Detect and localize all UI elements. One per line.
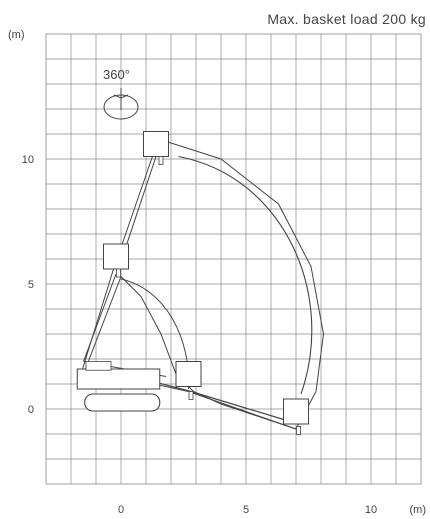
x-tick-label: 10 — [365, 504, 377, 516]
turret — [85, 361, 112, 371]
boom-lower-mid — [83, 273, 117, 362]
x-tick-label: 5 — [243, 504, 249, 516]
basket-mount-mid — [116, 268, 121, 278]
outer-reach-arc — [178, 155, 313, 395]
axis-ticks: 0 5 10 0 5 10 — [22, 154, 377, 516]
y-tick-label: 10 — [22, 154, 34, 166]
chart-title: Max. basket load 200 kg — [267, 11, 426, 27]
x-axis-unit: (m) — [410, 504, 427, 516]
y-tick-label: 5 — [28, 279, 34, 291]
y-tick-label: 0 — [28, 404, 34, 416]
carrier-body — [76, 368, 161, 390]
basket-max-height — [143, 131, 169, 157]
rotation-arrow — [113, 94, 129, 99]
rotation-indicator: 360° — [103, 67, 139, 120]
y-axis-unit: (m) — [8, 29, 25, 41]
x-tick-label: 0 — [118, 504, 124, 516]
basket-mid-height — [103, 243, 129, 270]
basket-max-outreach — [283, 398, 309, 425]
grid — [45, 33, 422, 485]
basket-low — [175, 361, 202, 387]
crawler-track — [84, 393, 161, 412]
basket-mount-low — [188, 391, 194, 400]
machine-drawing — [76, 131, 325, 435]
rotation-label: 360° — [103, 67, 130, 82]
basket-mount-outreach — [296, 426, 301, 435]
basket-mount-max — [158, 156, 164, 165]
